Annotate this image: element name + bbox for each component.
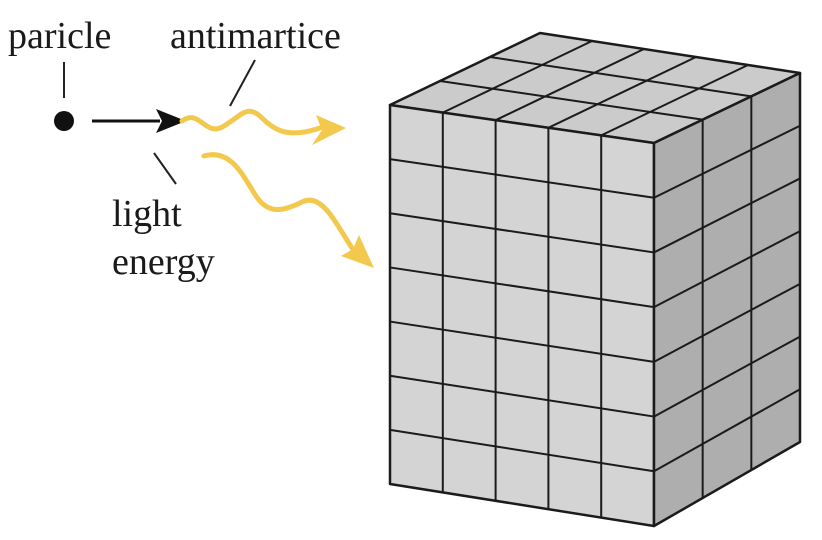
front-grid-horizontal — [389, 374, 655, 418]
top-grid-line-width — [489, 56, 752, 98]
cube-block — [388, 31, 802, 528]
light-wave-upper — [179, 108, 323, 136]
side-grid-horizontal — [653, 282, 801, 363]
light-wave-lower-arrowhead — [341, 235, 374, 268]
front-grid-horizontal — [389, 320, 655, 363]
particle-dot — [54, 111, 74, 131]
side-grid-horizontal — [653, 335, 801, 418]
light-energy-label-line1: light — [112, 193, 182, 235]
antiparticle-leader-line — [229, 59, 256, 107]
top-grid-line-depth — [547, 56, 697, 129]
side-grid-horizontal — [653, 388, 801, 473]
top-grid-line-depth — [495, 48, 645, 122]
light-energy-label-line2: energy — [112, 241, 215, 283]
front-grid-horizontal — [389, 266, 655, 309]
front-grid-horizontal — [389, 158, 655, 199]
side-grid-horizontal — [653, 230, 801, 309]
light-wave-upper-arrowhead — [312, 115, 346, 145]
block-grid-lines — [389, 40, 801, 518]
front-grid-horizontal — [389, 212, 655, 254]
light-energy-leader-line — [153, 152, 177, 185]
side-grid-horizontal — [653, 124, 801, 199]
top-grid-line-width — [439, 80, 703, 121]
front-grid-horizontal — [389, 428, 655, 473]
particle-arrow-head — [156, 109, 186, 133]
light-wave-lower — [201, 152, 355, 251]
antiparticle-label: antimartice — [170, 15, 341, 57]
top-grid-line-depth — [442, 40, 593, 114]
side-grid-horizontal — [653, 177, 801, 254]
top-grid-line-depth — [600, 64, 749, 137]
particle-label: paricle — [8, 15, 111, 57]
block-front-face — [388, 103, 656, 528]
